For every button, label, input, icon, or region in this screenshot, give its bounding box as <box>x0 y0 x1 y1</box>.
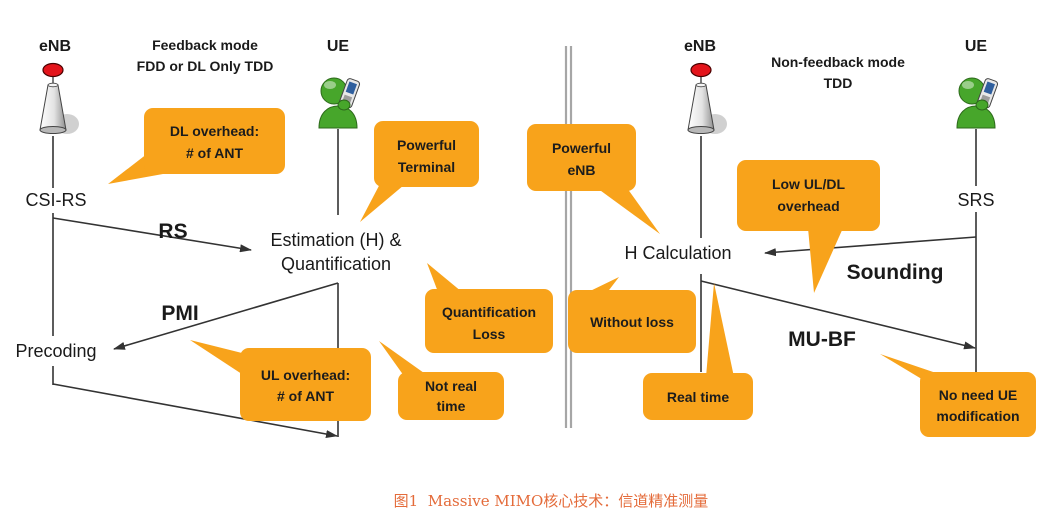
pmi-arrow <box>113 282 339 350</box>
antenna-cone-base <box>39 126 67 134</box>
phone-screen <box>345 81 357 95</box>
callout-ul-overhead: UL overhead: # of ANT <box>190 340 371 421</box>
callout-tail <box>706 283 734 377</box>
callout-box <box>425 289 553 353</box>
callout-text-line: Real time <box>667 389 729 405</box>
callout-powerful-terminal: Powerful Terminal <box>360 121 479 222</box>
antenna-cone-base <box>687 126 715 134</box>
figure-caption: 图1 Massive MIMO核心技术：信道精准测量 <box>394 492 709 510</box>
ue-user-phone-icon <box>956 77 999 129</box>
callout-box <box>240 348 371 421</box>
callout-text-line: UL overhead: <box>261 367 350 383</box>
enb-label: eNB <box>39 38 71 55</box>
mu-bf-arrow-label: MU-BF <box>788 328 856 351</box>
callout-tail <box>584 277 619 294</box>
mu-bf-arrow <box>700 280 976 350</box>
callout-text-line: Without loss <box>590 314 674 330</box>
callout-low-ul-dl-overhead: Low UL/DL overhead <box>737 160 880 293</box>
mode-title-line-1: Non-feedback mode <box>771 54 905 70</box>
callout-tail <box>360 180 404 222</box>
callout-powerful-enb: Powerful eNB <box>527 124 660 234</box>
callout-tail <box>597 188 660 234</box>
mode-title-line-1: Feedback mode <box>152 37 258 53</box>
callout-dl-overhead: DL overhead: # of ANT <box>108 108 285 184</box>
callout-box <box>643 373 753 420</box>
enb-antenna-icon <box>39 62 79 134</box>
panel-divider <box>564 46 573 428</box>
estimation-label-line-1: Estimation (H) & <box>270 230 401 250</box>
callout-tail <box>379 341 424 376</box>
sounding-arrow <box>764 236 977 257</box>
ue-user-phone-icon <box>318 77 361 129</box>
callout-text-line: Powerful <box>552 140 611 156</box>
callout-real-time: Real time <box>643 283 753 420</box>
callout-text-line: # of ANT <box>277 388 334 404</box>
enb-antenna-icon <box>687 62 727 134</box>
phone-screen <box>983 81 995 95</box>
feedback-mode-panel: eNB Feedback mode FDD or DL Only TDD UE <box>15 37 553 438</box>
estimation-label-line-2: Quantification <box>281 254 391 274</box>
pmi-arrow-label: PMI <box>161 302 198 325</box>
callout-box <box>568 290 696 353</box>
enb-label: eNB <box>684 38 716 55</box>
callout-not-real-time: Not real time <box>379 341 504 420</box>
callout-tail <box>427 263 462 292</box>
callout-text-line: Powerful <box>397 137 456 153</box>
callout-text-line: modification <box>936 408 1019 424</box>
callout-box <box>527 124 636 191</box>
csi-rs-label: CSI-RS <box>25 190 86 210</box>
callout-box <box>737 160 880 231</box>
antenna-red-light <box>42 62 64 78</box>
user-hand <box>337 99 351 111</box>
callout-text-line: # of ANT <box>186 145 243 161</box>
callout-text-line: time <box>437 398 466 414</box>
callout-text-line: Quantification <box>442 304 536 320</box>
antenna-red-light <box>690 62 712 78</box>
rs-arrow-label: RS <box>158 220 187 243</box>
antenna-cone-top <box>47 82 59 88</box>
sounding-arrow-label: Sounding <box>847 261 944 284</box>
rs-arrow <box>52 217 252 253</box>
srs-label: SRS <box>957 190 994 210</box>
user-head-highlight <box>324 81 336 89</box>
callout-text-line: Not real <box>425 378 477 394</box>
callout-tail <box>190 340 254 382</box>
callout-text-line: DL overhead: <box>170 123 259 139</box>
callout-no-ue-modification: No need UE modification <box>880 354 1036 437</box>
user-hand <box>975 99 989 111</box>
callout-text-line: No need UE <box>939 387 1018 403</box>
callout-text-line: Terminal <box>398 159 455 175</box>
non-feedback-mode-panel: eNB Non-feedback mode TDD UE <box>527 38 1036 437</box>
precoded-data-arrow <box>52 383 338 438</box>
callout-quantification-loss: Quantification Loss <box>425 263 553 353</box>
callout-text-line: eNB <box>567 162 595 178</box>
mode-title-line-2: FDD or DL Only TDD <box>137 58 274 74</box>
callout-box <box>398 372 504 420</box>
ue-label: UE <box>965 38 988 55</box>
callout-tail <box>808 228 843 293</box>
ue-label: UE <box>327 38 350 55</box>
callout-box <box>920 372 1036 437</box>
callout-without-loss: Without loss <box>568 277 696 353</box>
callout-text-line: overhead <box>777 198 839 214</box>
precoding-label: Precoding <box>15 341 96 361</box>
callout-text-line: Low UL/DL <box>772 176 846 192</box>
mode-title-line-2: TDD <box>824 75 853 91</box>
callout-text-line: Loss <box>473 326 506 342</box>
h-calculation-label: H Calculation <box>624 243 731 263</box>
callout-box <box>374 121 479 187</box>
callout-box <box>144 108 285 174</box>
user-head-highlight <box>962 81 974 89</box>
antenna-cone-top <box>695 82 707 88</box>
